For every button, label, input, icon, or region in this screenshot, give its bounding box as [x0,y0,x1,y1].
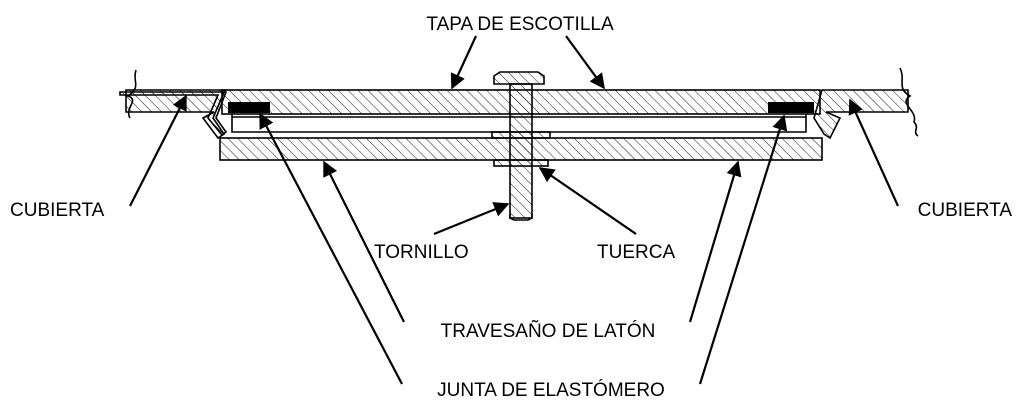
leader-junta-left [259,112,403,385]
label-tapa: TAPA DE ESCOTILLA [426,14,614,35]
nut-lower [493,159,549,167]
deck-left-break [126,69,137,119]
label-travesano: TRAVESAÑO DE LATÓN [441,320,656,342]
deck-left-slab [125,89,227,140]
label-junta: JUNTA DE ELASTÓMERO [437,379,665,401]
bolt-head [493,71,545,85]
leader-junta-right [698,114,788,385]
label-cubierta-right: CUBIERTA [918,200,1013,221]
deck-right-slab [813,89,909,140]
bolt-tip [509,214,533,221]
leader-travesano-left [323,160,405,323]
leader-travesano-right [688,160,742,323]
deck-right-break [899,67,919,137]
leader-tapa-right [565,35,605,90]
leader-tapa-left [450,35,477,90]
leader-cubierta-left [129,94,187,207]
label-tornillo: TORNILLO [374,242,469,263]
label-cubierta-left: CUBIERTA [10,200,105,221]
gasket-right [768,102,814,113]
nut [491,131,551,139]
leader-tornillo [433,202,510,236]
label-tuerca: TUERCA [597,242,675,263]
bolt-shank [509,83,533,219]
leader-cubierta-right [848,98,900,207]
leader-tuerca [538,167,637,235]
gasket-left [228,102,270,113]
